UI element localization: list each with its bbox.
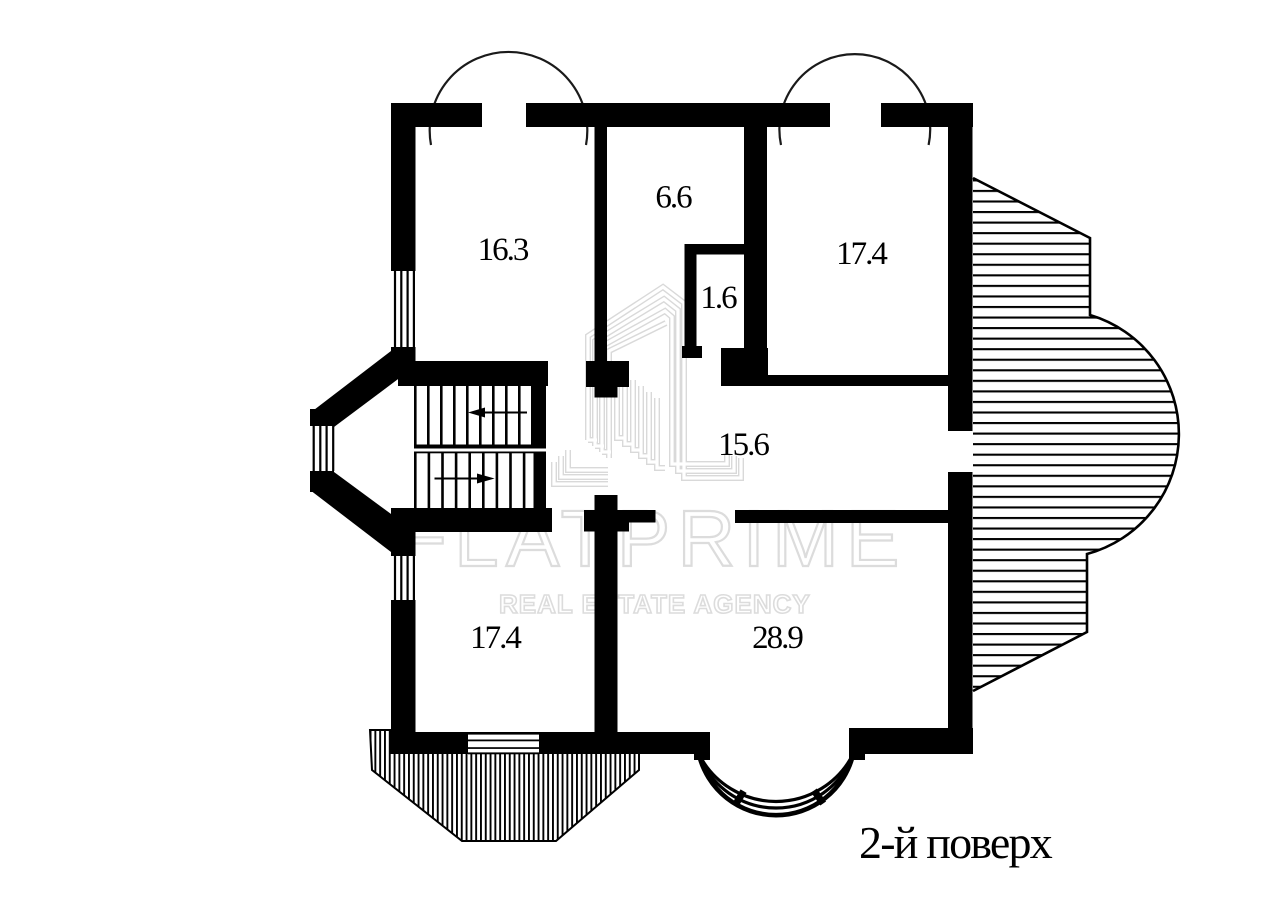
svg-text:15.6: 15.6 <box>718 427 769 463</box>
svg-text:REAL ESTATE AGENCY: REAL ESTATE AGENCY <box>499 589 811 619</box>
svg-text:16.3: 16.3 <box>478 232 529 268</box>
svg-text:28.9: 28.9 <box>752 620 803 656</box>
svg-text:17.4: 17.4 <box>836 236 887 272</box>
svg-text:6.6: 6.6 <box>655 180 692 216</box>
svg-text:1.6: 1.6 <box>700 280 737 316</box>
svg-text:FLATPRIME: FLATPRIME <box>398 494 907 583</box>
svg-text:2-й поверх: 2-й поверх <box>859 817 1053 868</box>
svg-text:17.4: 17.4 <box>470 620 521 656</box>
